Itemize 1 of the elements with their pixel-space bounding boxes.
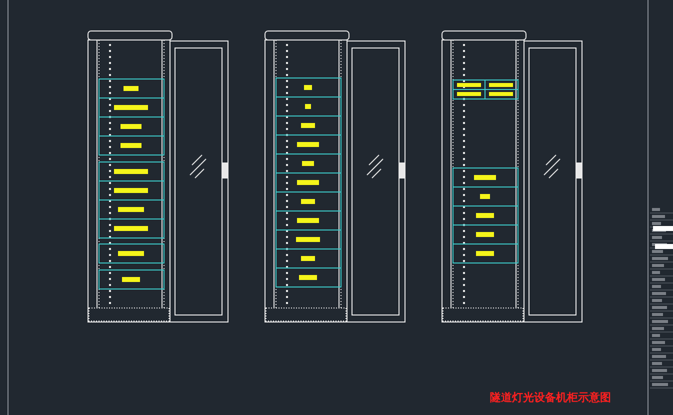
drawing-title: 隧道灯光设备机柜示意图 — [490, 390, 611, 405]
